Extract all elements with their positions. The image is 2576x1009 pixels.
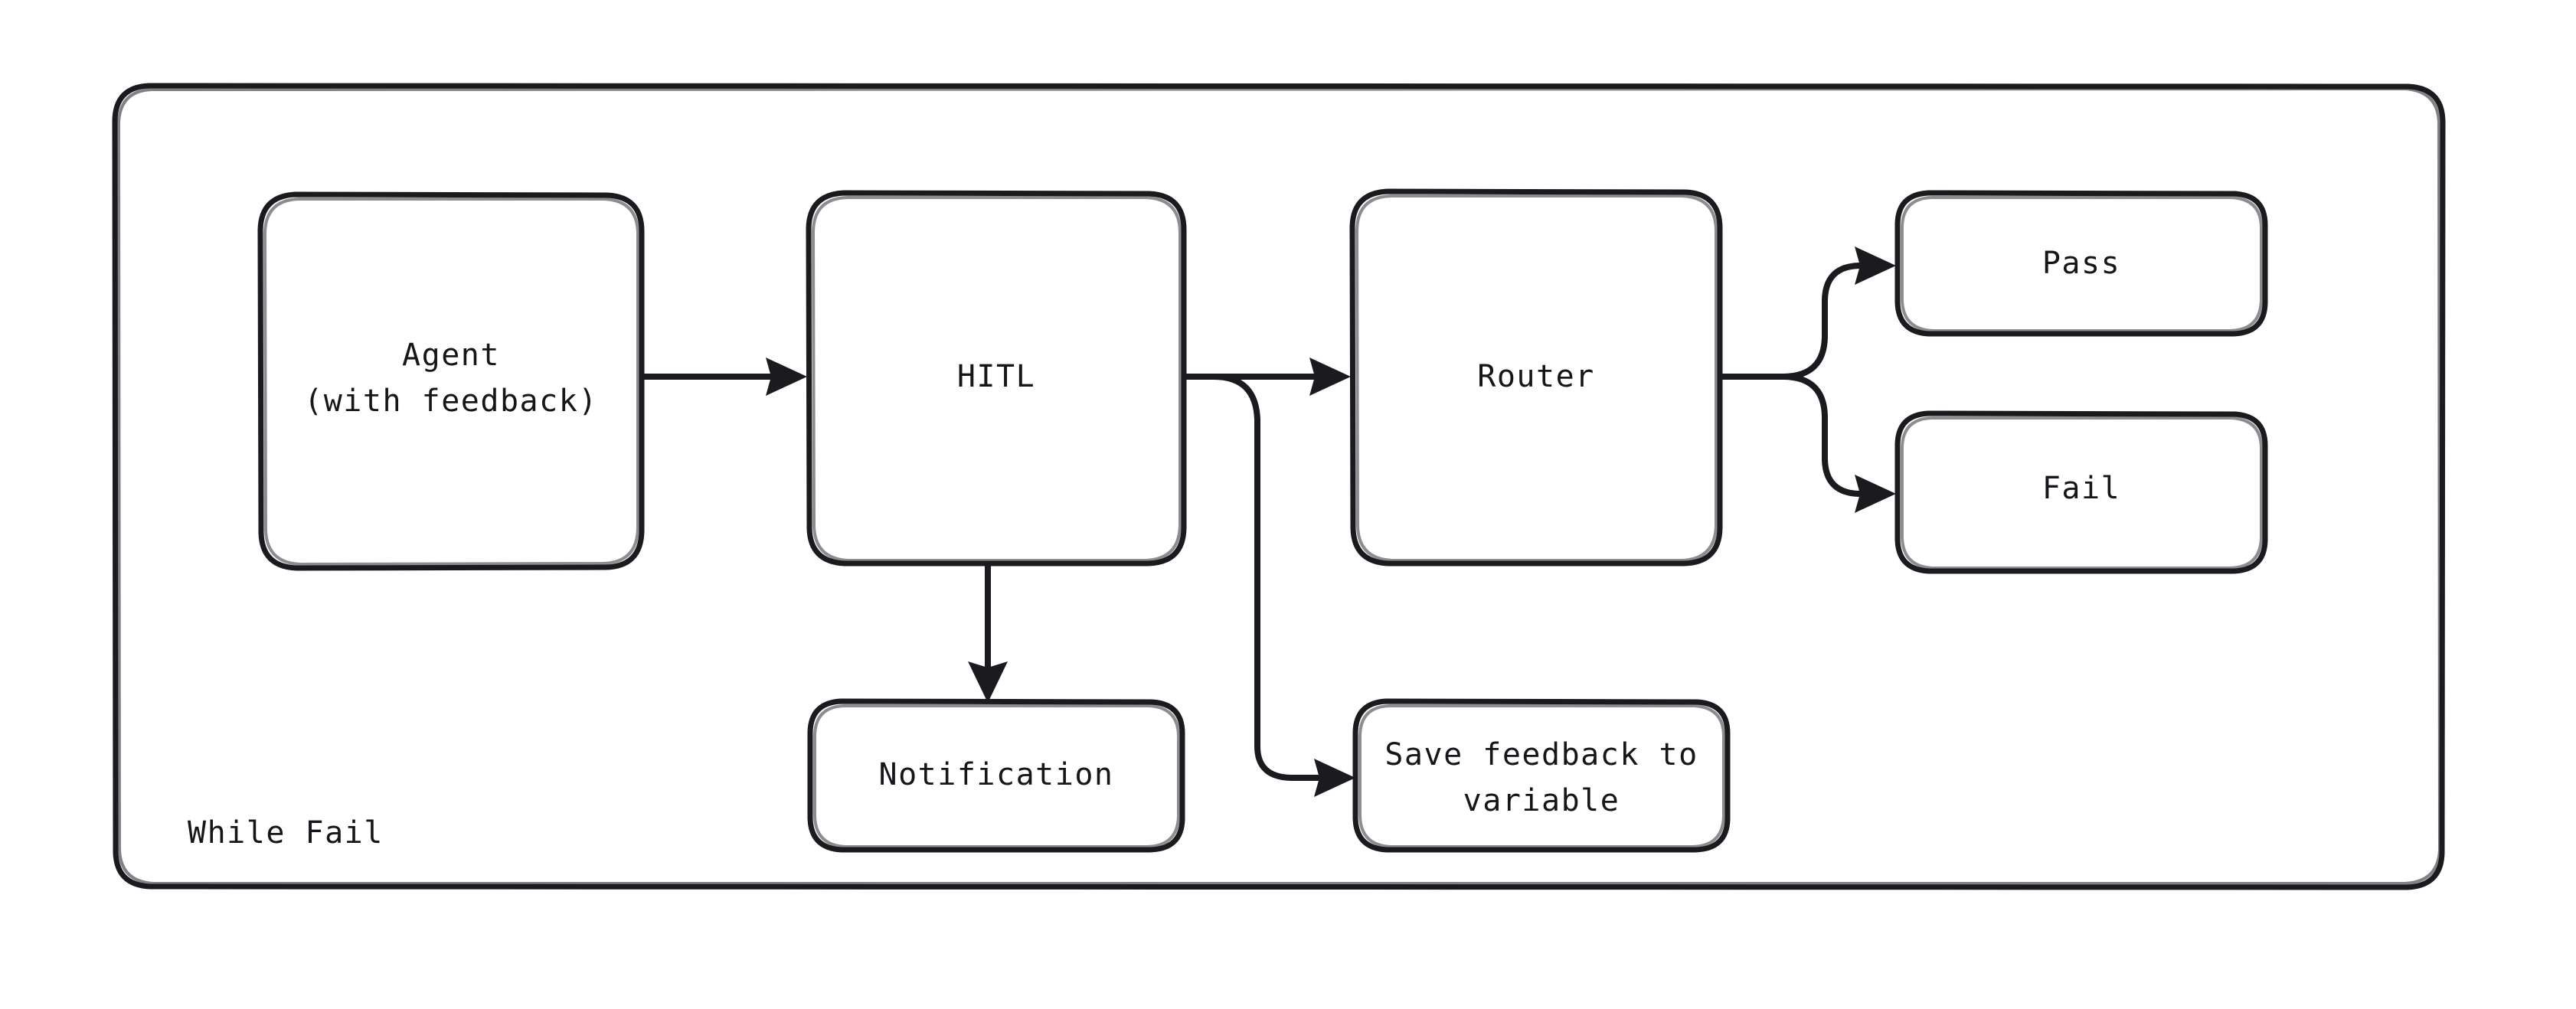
node-hitl[interactable]: HITL [806, 190, 1187, 567]
node-pass-label: Pass [2042, 246, 2120, 281]
node-hitl-label: HITL [957, 359, 1035, 394]
node-save-feedback-label-line-1: Save feedback to [1384, 737, 1698, 772]
group-label: While Fail [188, 815, 384, 851]
node-router-shape-sketch-overlay [1355, 194, 1718, 562]
node-fail-label: Fail [2042, 471, 2120, 506]
node-agent-shape-sketch-overlay [263, 198, 639, 566]
node-fail[interactable]: Fail [1894, 410, 2268, 574]
node-fail-shape[interactable] [1894, 410, 2268, 574]
arrow-head-icon [1855, 247, 1896, 285]
node-agent-label-line-1: Agent [402, 338, 500, 373]
node-hitl-shape[interactable] [806, 190, 1187, 567]
node-router[interactable]: Router [1349, 188, 1723, 567]
edge-hitl-to-save-feedback [1211, 374, 1355, 797]
arrow-head-icon [1855, 475, 1896, 513]
arrow-head-icon [1314, 759, 1355, 797]
arrow-head-icon [968, 661, 1008, 703]
node-notification[interactable]: Notification [807, 698, 1185, 853]
edge-hitl-to-router [1182, 358, 1351, 396]
node-agent[interactable]: Agent (with feedback) [257, 191, 645, 571]
node-hitl-shape-sketch-overlay [812, 196, 1182, 562]
group-border-sketch-overlay [117, 87, 2441, 885]
group-while-fail [112, 83, 2446, 890]
node-pass-shape[interactable] [1894, 190, 2268, 337]
node-router-label: Router [1477, 359, 1595, 394]
node-fail-shape-sketch-overlay [1901, 416, 2263, 570]
group-border [112, 83, 2446, 890]
node-save-feedback-shape-sketch-overlay [1358, 704, 1725, 848]
node-save-feedback-shape[interactable] [1352, 698, 1731, 853]
arrow-head-icon [1309, 358, 1351, 396]
edge-line [1211, 374, 1334, 781]
node-pass-shape-sketch-overlay [1901, 196, 2263, 332]
edge-hitl-to-notification [968, 562, 1008, 703]
node-save-feedback-label-line-2: variable [1463, 783, 1620, 818]
arrow-head-icon [766, 358, 807, 396]
edge-router-to-pass [1718, 247, 1896, 380]
node-notification-label: Notification [879, 757, 1114, 792]
node-router-shape[interactable] [1349, 188, 1723, 567]
node-pass[interactable]: Pass [1894, 190, 2268, 337]
edge-line [1718, 263, 1873, 380]
edge-router-to-fail [1781, 374, 1896, 513]
node-save-feedback[interactable]: Save feedback to variable [1352, 698, 1731, 853]
node-agent-label-line-2: (with feedback) [304, 384, 598, 419]
node-agent-shape[interactable] [257, 191, 645, 571]
edge-line [1781, 374, 1873, 497]
node-notification-shape[interactable] [807, 698, 1185, 853]
node-notification-shape-sketch-overlay [813, 704, 1180, 848]
edge-agent-to-hitl [640, 358, 807, 396]
